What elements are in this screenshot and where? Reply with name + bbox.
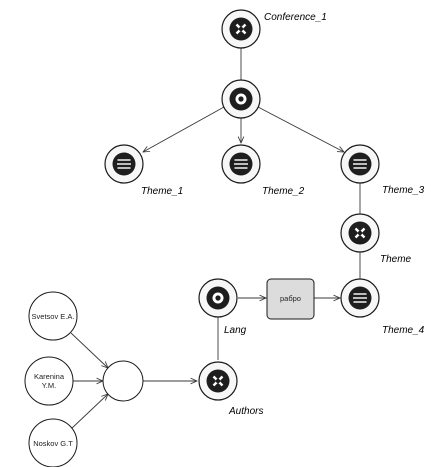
edge-noskov-merge [70, 394, 108, 430]
node-karenina[interactable]: Karenina Y.M. [24, 356, 74, 406]
striped-badge-icon [348, 152, 372, 176]
cross-badge-icon [348, 221, 372, 245]
node-karenina-label-line1: Karenina [34, 372, 65, 381]
edges [70, 48, 361, 430]
edge-hub-theme3 [257, 106, 344, 152]
node-lang-label: Lang [224, 325, 247, 336]
striped-badge-icon [229, 152, 253, 176]
node-authors[interactable] [198, 361, 238, 401]
node-lang[interactable] [198, 278, 238, 318]
node-karenina-label-line2: Y.M. [42, 381, 56, 390]
node-theme[interactable] [340, 213, 380, 253]
cross-badge-icon [206, 369, 230, 393]
node-theme-2-label: Theme_2 [262, 186, 305, 197]
node-noskov[interactable]: Noskov G.T [28, 418, 78, 467]
node-noskov-label: Noskov G.T [33, 439, 73, 448]
cross-badge-icon [229, 17, 253, 41]
node-merge[interactable] [102, 360, 144, 402]
node-theme-label: Theme [380, 254, 412, 265]
node-theme-1[interactable] [104, 144, 144, 184]
node-theme-3[interactable] [340, 144, 380, 184]
node-theme-4-label: Theme_4 [382, 325, 425, 336]
striped-badge-icon [348, 286, 372, 310]
node-theme-3-label: Theme_3 [382, 185, 425, 196]
node-conference-1[interactable] [221, 9, 261, 49]
node-hub[interactable] [221, 79, 261, 119]
edge-hub-theme1 [143, 106, 225, 152]
node-svetsov-label: Svetsov E.A. [32, 312, 75, 321]
node-rabro-label: рабро [280, 294, 301, 303]
node-theme-1-label: Theme_1 [141, 186, 183, 197]
target-icon [229, 87, 253, 111]
target-icon [206, 286, 230, 310]
node-authors-label: Authors [228, 406, 263, 417]
edge-svetsov-merge [70, 332, 108, 368]
node-theme-2[interactable] [221, 144, 261, 184]
node-svetsov[interactable]: Svetsov E.A. [28, 291, 78, 341]
node-theme-4[interactable] [340, 278, 380, 318]
node-rabro[interactable]: рабро [266, 278, 315, 320]
node-conference-1-label: Conference_1 [264, 12, 327, 23]
striped-badge-icon [112, 152, 136, 176]
